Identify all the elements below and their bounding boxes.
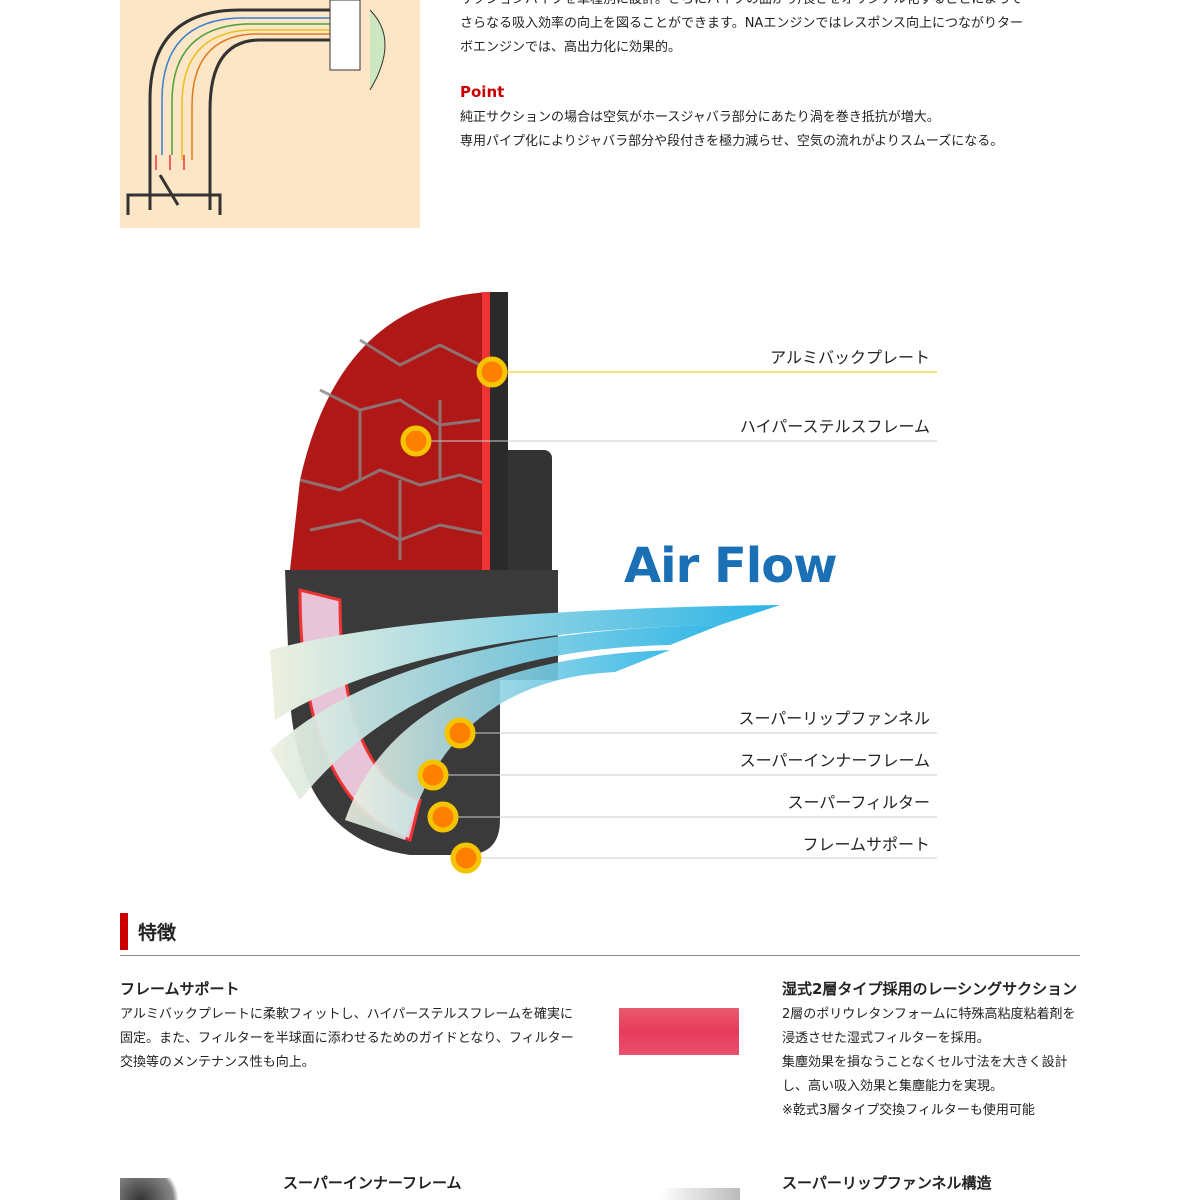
feature-body: 2層のポリウレタンフォームに特殊高粘度粘着剤を浸透させた湿式フィルターを採用。 — [782, 1007, 1076, 1046]
air-filter-illustration — [270, 292, 937, 874]
feature-body: 集塵効果を損なうことなくセル寸法を大きく設計し、高い吸入効果と集塵能力を実現。 — [782, 1055, 1068, 1094]
features-header: 特徴 — [120, 913, 1080, 956]
feature-title: スーパーインナーフレーム — [283, 1174, 462, 1192]
label-super-inner-frame: スーパーインナーフレーム — [739, 751, 930, 770]
features-heading: 特徴 — [138, 922, 177, 944]
air-filter-diagram: Air Flow アルミバックプレート ハイパーステルスフレーム スーパーリップ… — [0, 280, 1200, 880]
suction-pipe-diagram — [120, 0, 420, 228]
point-heading: Point — [460, 83, 505, 101]
feature-frame-support: フレームサポート アルミバックプレートに柔軟フィットし、ハイパーステルスフレーム… — [120, 975, 575, 1075]
heading-accent-bar — [120, 913, 128, 950]
point-text: 純正サクションの場合は空気がホースジャバラ部分にあたり渦を巻き抵抗が増大。 専用… — [460, 106, 1003, 154]
point-line: 純正サクションの場合は空気がホースジャバラ部分にあたり渦を巻き抵抗が増大。 — [460, 110, 940, 125]
callout-dot — [476, 356, 508, 388]
feature-title: スーパーリップファンネル構造 — [782, 1174, 992, 1192]
feature-body: アルミバックプレートに柔軟フィットし、ハイパーステルスフレームを確実に固定。また… — [120, 1007, 574, 1070]
pipe-illustration — [126, 0, 386, 215]
intro-line: サクションパイプを車種別に設計。さらにパイプの曲がり/長さをオリジナル化すること… — [460, 0, 1100, 12]
intro-line: ボエンジンでは、高出力化に効果的。 — [460, 40, 682, 55]
intro-text: サクションパイプを車種別に設計。さらにパイプの曲がり/長さをオリジナル化すること… — [460, 0, 1100, 60]
label-super-lip-funnel: スーパーリップファンネル — [738, 709, 930, 728]
foam-filter-image — [619, 1008, 739, 1055]
point-line: 専用パイプ化によりジャバラ部分や段付きを極力減らせ、空気の流れがよりスムーズにな… — [460, 134, 1004, 149]
feature-title: 湿式2層タイプ採用のレーシングサクション — [782, 980, 1078, 998]
intro-line: さらなる吸入効率の向上を図ることができます。NAエンジンではレスポンス向上につな… — [460, 16, 1024, 31]
feature-wet-filter: 湿式2層タイプ採用のレーシングサクション 2層のポリウレタンフォームに特殊高粘度… — [782, 975, 1082, 1123]
lip-funnel-image — [660, 1188, 740, 1200]
label-hyper-stealth-frame: ハイパーステルスフレーム — [739, 417, 930, 436]
feature-note: ※乾式3層タイプ交換フィルターも使用可能 — [782, 1103, 1035, 1118]
label-frame-support: フレームサポート — [802, 835, 930, 854]
label-aluminum-back-plate: アルミバックプレート — [770, 348, 930, 367]
label-super-filter: スーパーフィルター — [787, 793, 930, 812]
air-flow-label: Air Flow — [624, 538, 838, 594]
inner-frame-image — [120, 1178, 190, 1200]
feature-title: フレームサポート — [120, 980, 240, 998]
